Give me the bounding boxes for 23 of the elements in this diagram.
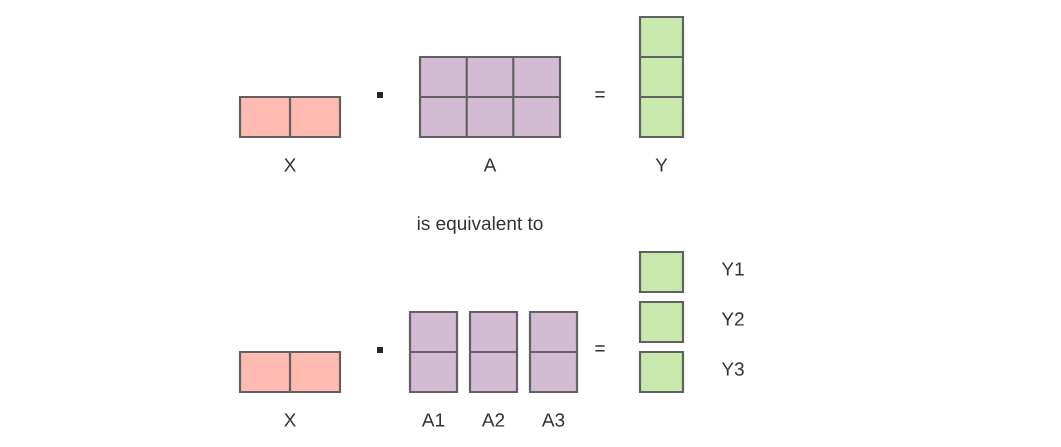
matrix-label: X xyxy=(284,413,296,427)
matrix-label: A xyxy=(483,158,497,172)
matrix-grid xyxy=(528,310,579,394)
matrix-label: Y3 xyxy=(721,362,744,376)
matrix-grid xyxy=(638,250,685,294)
matrix-label: X xyxy=(284,158,296,172)
matrix-label: A2 xyxy=(481,413,505,427)
matrix-grid xyxy=(238,95,342,139)
matrix-label: Y xyxy=(655,158,668,172)
matrix-label: Y1 xyxy=(721,262,744,276)
text-label: is equivalent to xyxy=(417,216,543,234)
matrix-grid xyxy=(638,350,685,394)
text-label: = xyxy=(595,91,605,98)
matrix-grid xyxy=(638,15,685,139)
matrix-grid xyxy=(418,55,562,139)
matrix-label: A1 xyxy=(421,413,445,427)
matrix-grid xyxy=(238,350,342,394)
text-label: = xyxy=(595,345,605,352)
matrix-label: Y2 xyxy=(721,312,744,326)
matrix-label: A3 xyxy=(541,413,565,427)
matrix-grid xyxy=(408,310,459,394)
matrix-grid xyxy=(468,310,519,394)
matrix-grid xyxy=(638,300,685,344)
